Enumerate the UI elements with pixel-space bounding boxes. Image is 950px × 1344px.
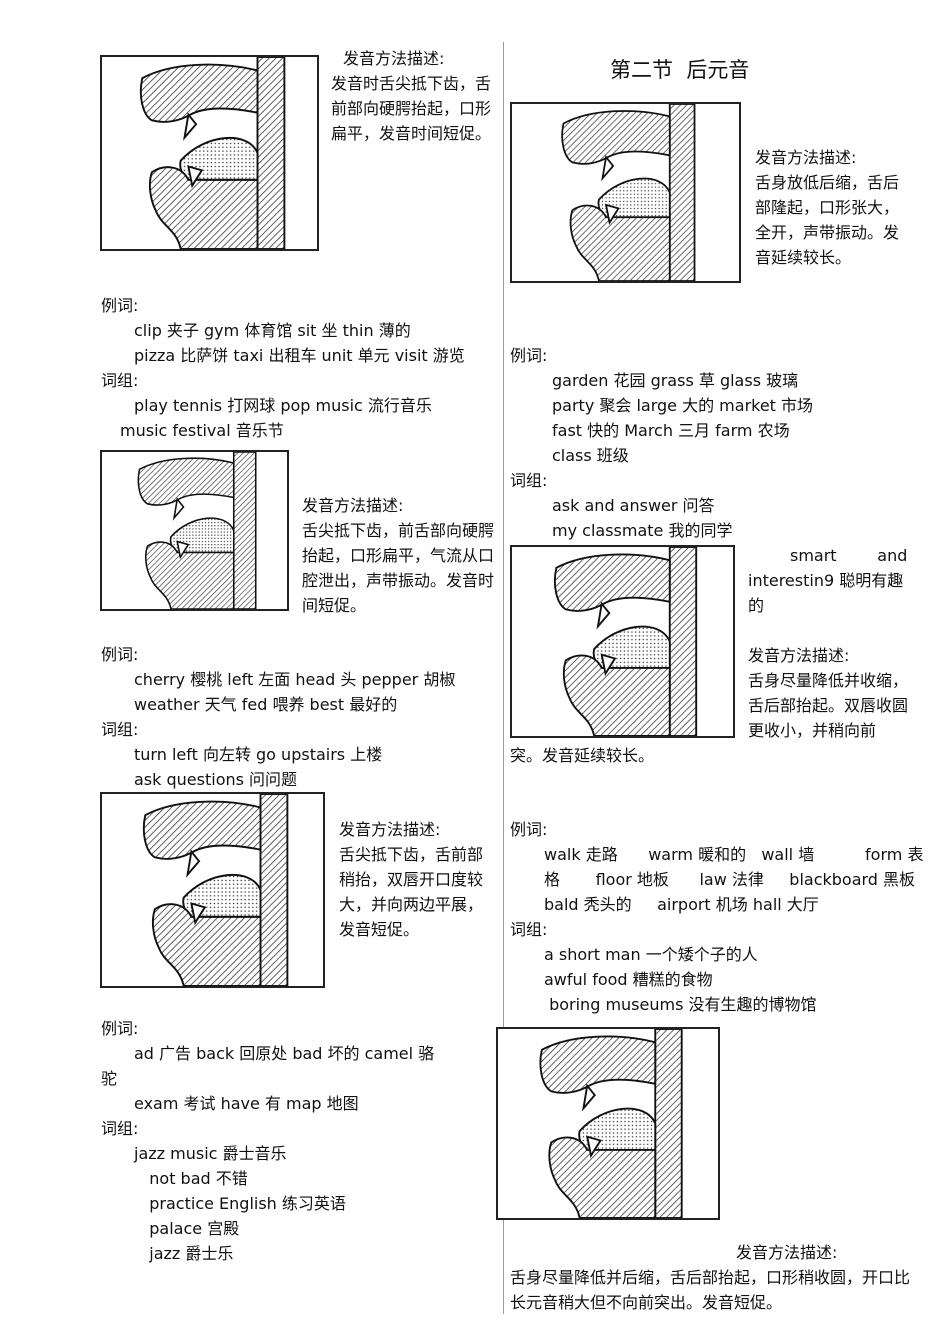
example-words-line: walk 走路 warm 暖和的 wall 墙 form 表 (544, 845, 924, 864)
desc-label: 发音方法描述: (748, 646, 850, 665)
phrases-label: 词组: (101, 720, 139, 739)
mouth-diagram-3 (100, 792, 325, 988)
phrases-line: not bad 不错 (134, 1169, 248, 1188)
mouth-diagram-2 (100, 450, 289, 611)
phrases-line: jazz 爵士乐 (134, 1244, 234, 1263)
mouth-diagram-1 (100, 55, 319, 251)
mouth-diagram-icon (102, 57, 317, 249)
example-words-label: 例词: (101, 645, 139, 664)
mouth-diagram-icon (102, 794, 323, 986)
desc-text: 舌身尽量降低并收缩，舌后部抬起。双唇收圆更收小，并稍向前 (748, 671, 909, 740)
example-words-line: pizza 比萨饼 taxi 出租车 unit 单元 visit 游览 (134, 346, 465, 365)
phrases-line: turn left 向左转 go upstairs 上楼 (134, 745, 383, 764)
desc-block-r1: 发音方法描述: 舌身放低后缩，舌后部隆起，口形张大，全开，声带振动。发音延续较长… (755, 145, 908, 270)
example-words-line: party 聚会 large 大的 market 市场 (552, 396, 814, 415)
phrases-line: my classmate 我的同学 (552, 521, 733, 540)
desc-text: 舌尖抵下齿，前舌部向硬腭抬起，口形扁平，气流从口腔泄出，声带振动。发音时间短促。 (302, 521, 495, 615)
mouth-diagram-4 (510, 102, 741, 283)
example-words-line: garden 花园 grass 草 glass 玻璃 (552, 371, 799, 390)
phrases-line: a short man 一个矮个子的人 (544, 945, 758, 964)
mouth-diagram-5 (510, 545, 735, 738)
example-words-line: fast 快的 March 三月 farm 农场 (552, 421, 790, 440)
example-words-label: 例词: (101, 296, 139, 315)
desc-text: 舌尖抵下齿，舌前部稍抬，双唇开口度较大，并向两边平展，发音短促。 (339, 845, 484, 939)
example-words-label: 例词: (510, 346, 548, 365)
desc-text: 舌身放低后缩，舌后部隆起，口形张大，全开，声带振动。发音延续较长。 (755, 173, 900, 267)
phrases-line: interestin9 聪明有趣的 (748, 571, 904, 615)
desc-text-continued: 突。发音延续较长。 (510, 746, 655, 765)
phrases-line: awful food 糟糕的食物 (544, 970, 713, 989)
desc-label: 发音方法描述: (343, 49, 445, 68)
example-words-label: 例词: (101, 1019, 139, 1038)
phrases-line: boring museums 没有生趣的博物馆 (544, 995, 817, 1014)
example-words-line: 驼 (101, 1069, 118, 1088)
example-words-line: bald 秃头的 airport 机场 hall 大厅 (544, 895, 819, 914)
desc-block-l3: 发音方法描述: 舌尖抵下齿，舌前部稍抬，双唇开口度较大，并向两边平展，发音短促。 (339, 817, 497, 942)
mouth-diagram-6 (496, 1027, 720, 1220)
example-words-line: clip 夹子 gym 体育馆 sit 坐 thin 薄的 (134, 321, 411, 340)
example-words-line: cherry 樱桃 left 左面 head 头 pepper 胡椒 (134, 670, 456, 689)
phrases-label: 词组: (510, 471, 548, 490)
phrases-line: palace 宫殿 (134, 1219, 240, 1238)
phrases-line: ask questions 问问题 (134, 770, 298, 789)
example-words-line: weather 天气 fed 喂养 best 最好的 (134, 695, 398, 714)
phrases-line: music festival 音乐节 (120, 421, 284, 440)
desc-block-l1: 发音方法描述: 发音时舌尖抵下齿，舌前部向硬腭抬起，口形扁平，发音时间短促。 (331, 46, 496, 146)
desc-text: 舌身尽量降低并后缩，舌后部抬起，口形稍收圆，开口比长元音稍大但不向前突出。发音短… (510, 1268, 911, 1312)
phrases-line: ask and answer 问答 (552, 496, 715, 515)
example-words-line: 格 floor 地板 law 法律 blackboard 黑板 (544, 870, 916, 889)
section-title: 第二节 后元音 (610, 58, 750, 82)
mouth-diagram-icon (512, 547, 733, 736)
example-words-line: exam 考试 have 有 map 地图 (134, 1094, 359, 1113)
mouth-diagram-icon (498, 1029, 718, 1218)
phrases-line: play tennis 打网球 pop music 流行音乐 (134, 396, 432, 415)
phrases-line: jazz music 爵士音乐 (134, 1144, 287, 1163)
desc-label: 发音方法描述: (339, 820, 441, 839)
desc-text: 发音时舌尖抵下齿，舌前部向硬腭抬起，口形扁平，发音时间短促。 (331, 74, 492, 143)
desc-label: 发音方法描述: (302, 496, 404, 515)
desc-block-l2: 发音方法描述: 舌尖抵下齿，前舌部向硬腭抬起，口形扁平，气流从口腔泄出，声带振动… (302, 493, 496, 618)
phrases-label: 词组: (510, 920, 548, 939)
example-words-label: 例词: (510, 820, 548, 839)
desc-block-r2: 发音方法描述: 舌身尽量降低并收缩，舌后部抬起。双唇收圆更收小，并稍向前 (748, 643, 914, 743)
mouth-diagram-icon (102, 452, 287, 609)
mouth-diagram-icon (512, 104, 739, 281)
example-words-line: class 班级 (552, 446, 629, 465)
phrases-line: smart and (790, 546, 908, 565)
phrases-label: 词组: (101, 371, 139, 390)
example-words-line: ad 广告 back 回原处 bad 坏的 camel 骆 (134, 1044, 435, 1063)
desc-label: 发音方法描述: (755, 148, 857, 167)
desc-label: 发音方法描述: (736, 1243, 838, 1262)
phrases-label: 词组: (101, 1119, 139, 1138)
phrases-line: practice English 练习英语 (134, 1194, 346, 1213)
column-divider (503, 42, 504, 1314)
